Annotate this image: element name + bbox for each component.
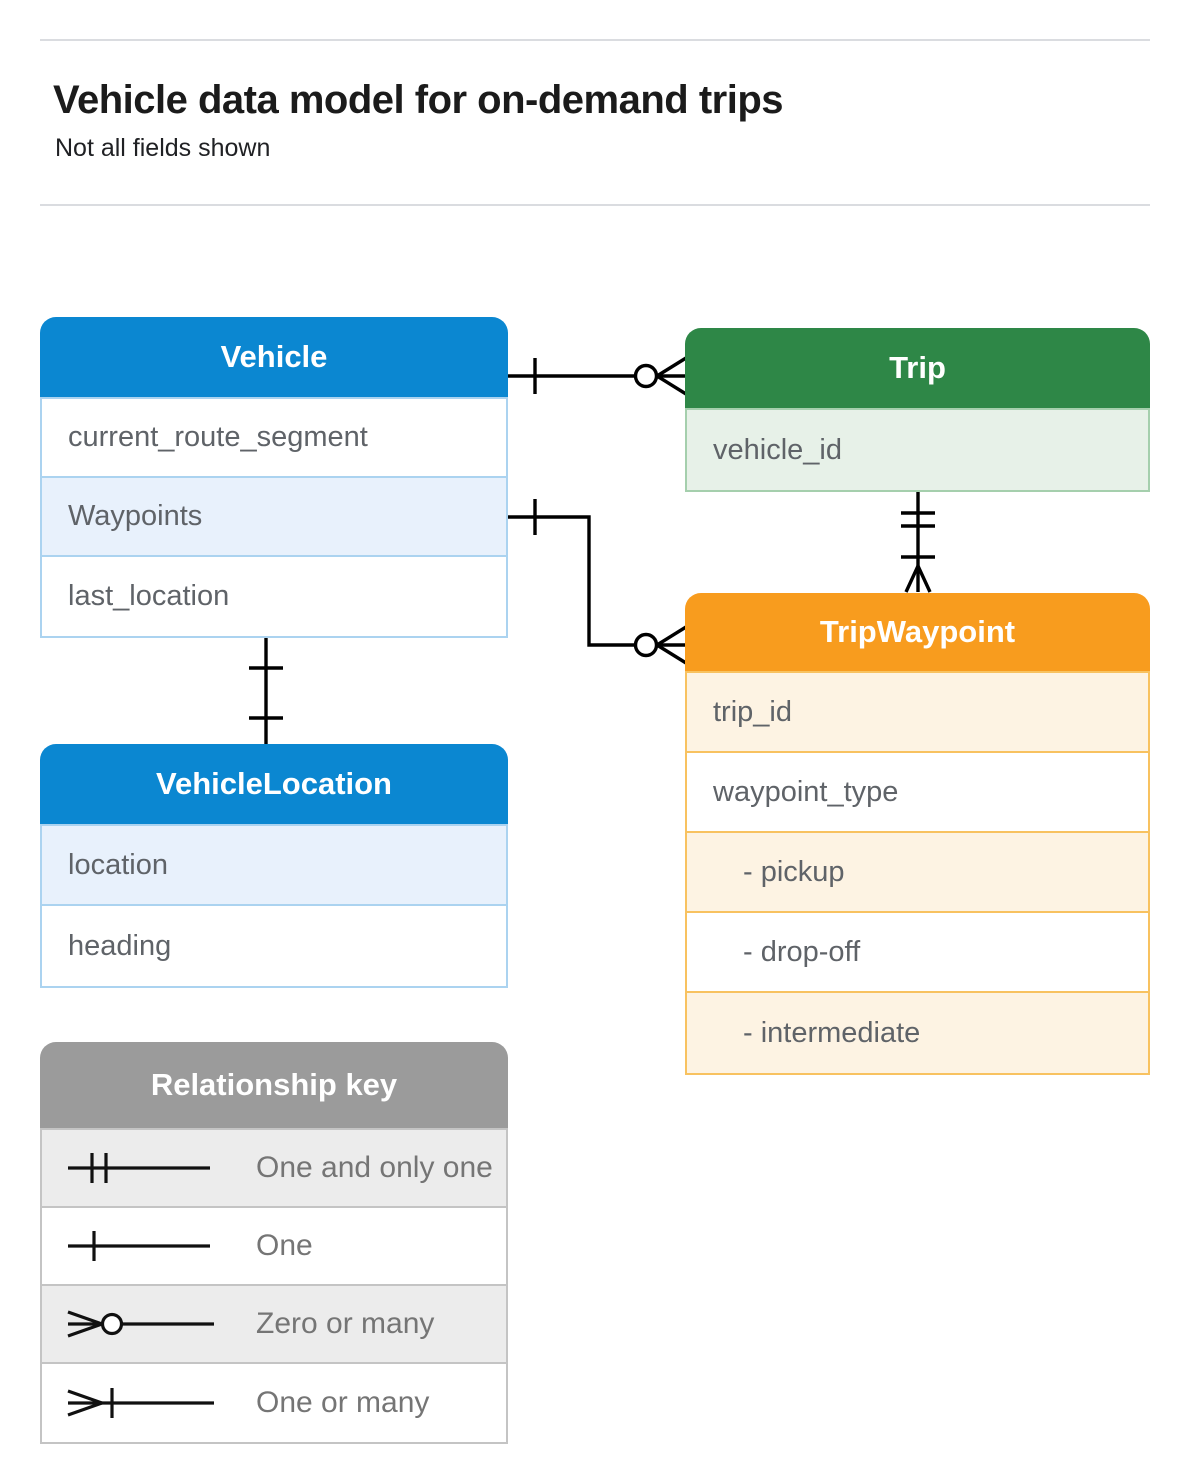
trip-row-vehicle-id: vehicle_id [687, 410, 1148, 490]
entity-trip-header: Trip [685, 328, 1150, 408]
legend-row-one-or-many: One or many [42, 1364, 506, 1442]
entity-vehicle-header: Vehicle [40, 317, 508, 397]
relationship-key-header: Relationship key [40, 1042, 508, 1128]
field-label: waypoint_type [713, 775, 899, 808]
field-label: - pickup [743, 855, 845, 888]
vehicle-row-waypoints: Waypoints [42, 478, 506, 557]
divider-top [40, 39, 1150, 41]
connector-vehicle-trip [508, 356, 687, 396]
entity-vehiclelocation-header: VehicleLocation [40, 744, 508, 824]
field-label: trip_id [713, 695, 792, 728]
field-label: - drop-off [743, 935, 861, 968]
relationship-key-title: Relationship key [150, 1067, 398, 1102]
vehicle-row-last-location: last_location [42, 557, 506, 636]
divider-bottom [40, 204, 1150, 206]
entity-vehiclelocation-title: VehicleLocation [155, 766, 392, 801]
connector-trip-tripwaypoint [901, 489, 935, 593]
tripwaypoint-row-waypoint-type: waypoint_type [687, 753, 1148, 833]
field-label: current_route_segment [68, 421, 368, 453]
legend-row-zero-or-many: Zero or many [42, 1286, 506, 1364]
entity-tripwaypoint-header: TripWaypoint [685, 593, 1150, 671]
legend-label: One or many [256, 1386, 430, 1419]
tripwaypoint-row-drop-off: - drop-off [687, 913, 1148, 993]
legend-label: Zero or many [256, 1307, 435, 1340]
entity-vehicle-title: Vehicle [220, 339, 328, 374]
legend-label: One [256, 1229, 313, 1262]
field-label: last_location [68, 580, 230, 612]
entity-tripwaypoint-title: TripWaypoint [819, 614, 1016, 649]
connector-vehicle-vehiclelocation [249, 635, 283, 744]
field-label: vehicle_id [713, 433, 842, 466]
legend-row-one-and-only-one: One and only one [42, 1130, 506, 1208]
one-icon [68, 1231, 210, 1261]
field-label: location [68, 848, 168, 881]
entity-trip-title: Trip [889, 350, 946, 385]
one-or-many-icon [67, 1388, 214, 1418]
zero-or-many-icon [67, 1310, 214, 1338]
page-title: Vehicle data model for on-demand trips [53, 78, 784, 122]
legend-label: One and only one [256, 1151, 493, 1184]
entity-vehiclelocation: VehicleLocation location heading [40, 744, 508, 988]
tripwaypoint-row-pickup: - pickup [687, 833, 1148, 913]
vehicle-row-current-route-segment: current_route_segment [42, 399, 506, 478]
entity-tripwaypoint: TripWaypoint trip_id waypoint_type - pic… [685, 593, 1150, 1075]
vehiclelocation-row-heading: heading [42, 906, 506, 986]
relationship-key: Relationship key One and only one One [40, 1042, 508, 1444]
vehiclelocation-row-location: location [42, 826, 506, 906]
tripwaypoint-row-trip-id: trip_id [687, 673, 1148, 753]
one-and-only-one-icon [68, 1153, 210, 1183]
field-label: - intermediate [743, 1016, 921, 1049]
entity-vehicle: Vehicle current_route_segment Waypoints … [40, 317, 508, 638]
page-subtitle: Not all fields shown [55, 134, 271, 162]
entity-trip: Trip vehicle_id [685, 328, 1150, 492]
field-label: heading [68, 929, 172, 962]
legend-row-one: One [42, 1208, 506, 1286]
tripwaypoint-row-intermediate: - intermediate [687, 993, 1148, 1073]
field-label: Waypoints [68, 500, 203, 532]
connector-waypoints-tripwaypoint [508, 499, 687, 665]
